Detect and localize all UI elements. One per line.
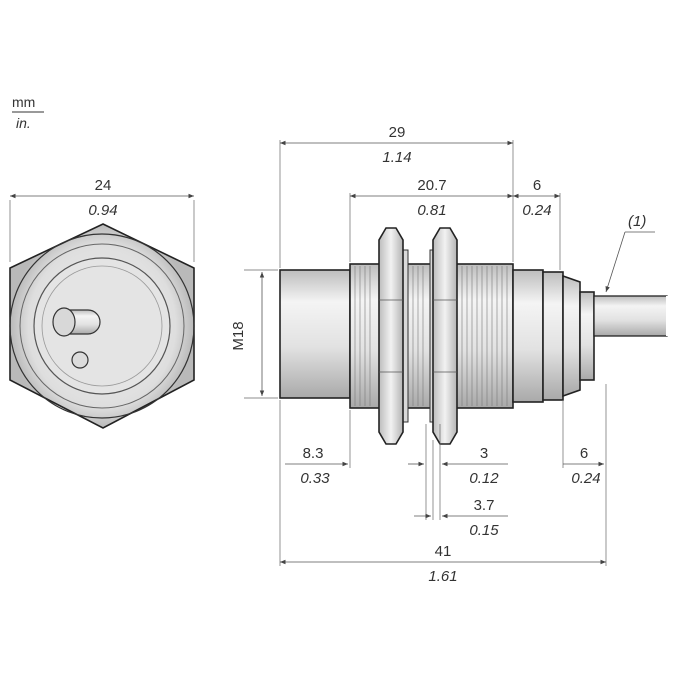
units-legend: mm in.	[12, 94, 44, 131]
dim-front-width: 24 0.94	[9, 177, 195, 262]
thread-size-label: M18	[230, 321, 247, 350]
dim-thread: M18	[230, 269, 278, 399]
callout-1-label: (1)	[628, 213, 646, 230]
rear-cap	[562, 274, 581, 398]
sensing-face	[33, 257, 171, 395]
dim-rear-top: 6 0.24	[513, 177, 561, 270]
dim-overall-in: 1.61	[428, 568, 457, 585]
nut-1	[378, 227, 404, 445]
callout-1: (1)	[605, 213, 655, 293]
dim-nut-3-mm: 3	[480, 445, 488, 462]
dim-length-29-in: 1.14	[382, 149, 411, 166]
dim-thread-length: 20.7 0.81	[349, 177, 513, 262]
unit-inch-label: in.	[16, 115, 31, 131]
cable	[593, 295, 668, 337]
dim-nut-3-7-mm: 3.7	[474, 497, 495, 514]
dim-rear-bottom: 6 0.24	[562, 384, 607, 566]
dim-nut-3: 3 0.12	[408, 424, 508, 520]
dim-length-29: 29 1.14	[279, 124, 514, 268]
indicator-dot	[71, 351, 89, 369]
dim-rear-bottom-in: 0.24	[571, 470, 600, 487]
dim-face-8-3-in: 0.33	[300, 470, 330, 487]
dim-thread-length-mm: 20.7	[417, 177, 446, 194]
dim-nut-3-in: 0.12	[469, 470, 499, 487]
cable-gland	[579, 291, 595, 381]
unit-mm-label: mm	[12, 94, 35, 110]
sensor-head	[279, 269, 351, 399]
dim-overall: 41 1.61	[279, 400, 606, 585]
dim-overall-mm: 41	[435, 543, 452, 560]
dim-thread-length-in: 0.81	[417, 202, 446, 219]
dim-face-8-3: 8.3 0.33	[285, 410, 351, 487]
dim-front-width-mm: 24	[95, 177, 112, 194]
front-view	[9, 223, 195, 429]
rear-housing	[512, 269, 544, 403]
dim-rear-bottom-mm: 6	[580, 445, 588, 462]
nut-2	[432, 227, 458, 445]
dim-nut-3-7-in: 0.15	[469, 522, 499, 539]
dim-nut-3-7: 3.7 0.15	[414, 440, 508, 539]
dim-face-8-3-mm: 8.3	[303, 445, 324, 462]
side-view	[279, 227, 668, 445]
dim-rear-top-in: 0.24	[522, 202, 551, 219]
dim-front-width-in: 0.94	[88, 202, 117, 219]
dim-rear-top-mm: 6	[533, 177, 541, 194]
dim-length-29-mm: 29	[389, 124, 406, 141]
